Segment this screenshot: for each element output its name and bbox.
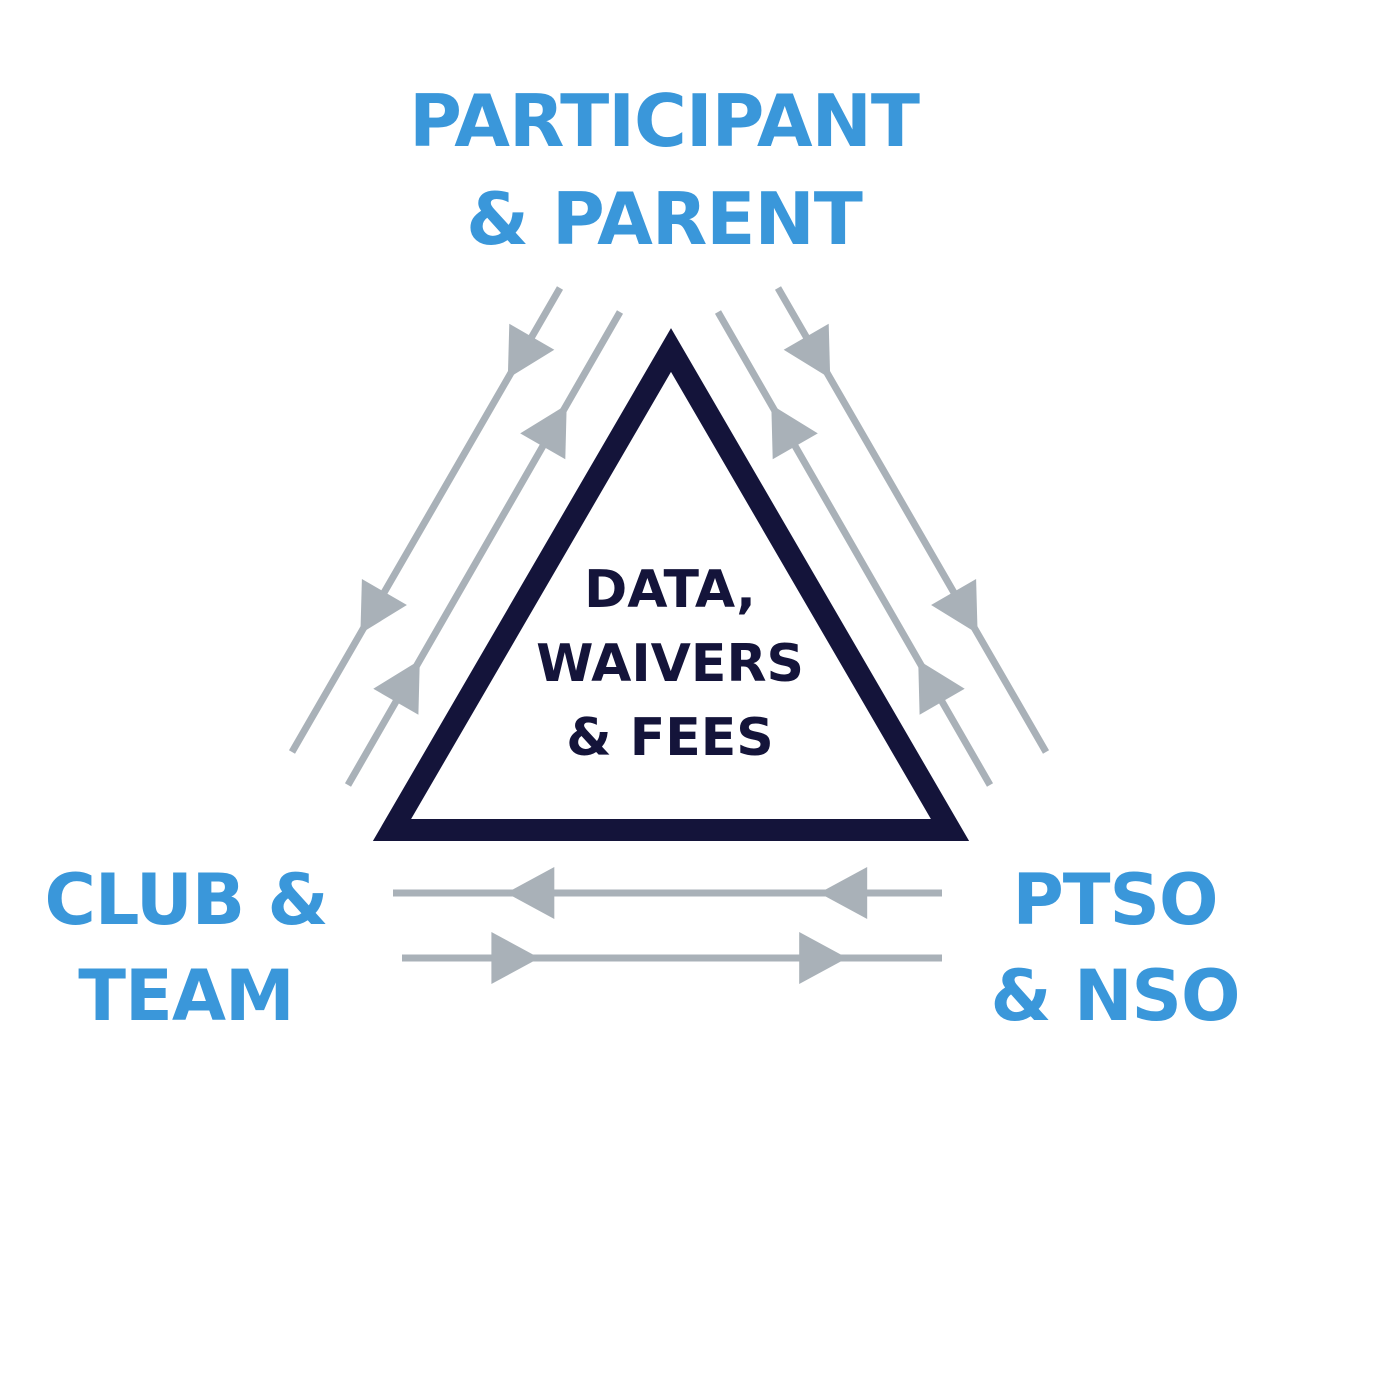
node-right-line1: PTSO xyxy=(1012,859,1219,941)
flow-arrowhead-icon xyxy=(931,579,978,634)
flow-left-to-top xyxy=(344,310,624,787)
flow-right-to-left xyxy=(393,867,942,919)
flow-left-to-right xyxy=(402,932,942,984)
center-line1: DATA, xyxy=(584,560,756,620)
flow-arrowhead-icon xyxy=(506,867,555,919)
flow-line xyxy=(344,310,624,787)
node-left-line2: TEAM xyxy=(78,955,294,1037)
flow-arrows xyxy=(288,286,1050,984)
flow-arrowhead-icon xyxy=(799,932,848,984)
center-triangle xyxy=(372,328,970,841)
flow-arrowhead-icon xyxy=(507,323,555,379)
flow-arrowhead-icon xyxy=(783,323,831,379)
flow-arrowhead-icon xyxy=(771,404,818,460)
node-club-team: CLUB & TEAM xyxy=(16,852,356,1044)
node-top-line1: PARTICIPANT xyxy=(409,79,920,163)
flow-line xyxy=(714,310,994,787)
center-line2: WAIVERS xyxy=(536,634,804,694)
flow-arrowhead-icon xyxy=(819,867,868,919)
flow-arrowhead-icon xyxy=(360,579,407,634)
node-participant-parent: PARTICIPANT & PARENT xyxy=(354,72,974,268)
flow-arrowhead-icon xyxy=(491,932,540,984)
center-line3: & FEES xyxy=(566,708,774,768)
flow-top-to-right xyxy=(774,286,1050,754)
flow-arrowhead-icon xyxy=(918,660,965,715)
flow-arrowhead-icon xyxy=(373,660,420,715)
flow-right-to-top xyxy=(714,310,994,787)
flow-top-to-left xyxy=(288,286,564,754)
flow-arrowhead-icon xyxy=(520,404,567,460)
center-label: DATA, WAIVERS & FEES xyxy=(470,553,870,775)
node-top-line2: & PARENT xyxy=(466,177,863,261)
node-ptso-nso: PTSO & NSO xyxy=(960,852,1270,1044)
node-left-line1: CLUB & xyxy=(44,859,328,941)
node-right-line2: & NSO xyxy=(990,955,1241,1037)
